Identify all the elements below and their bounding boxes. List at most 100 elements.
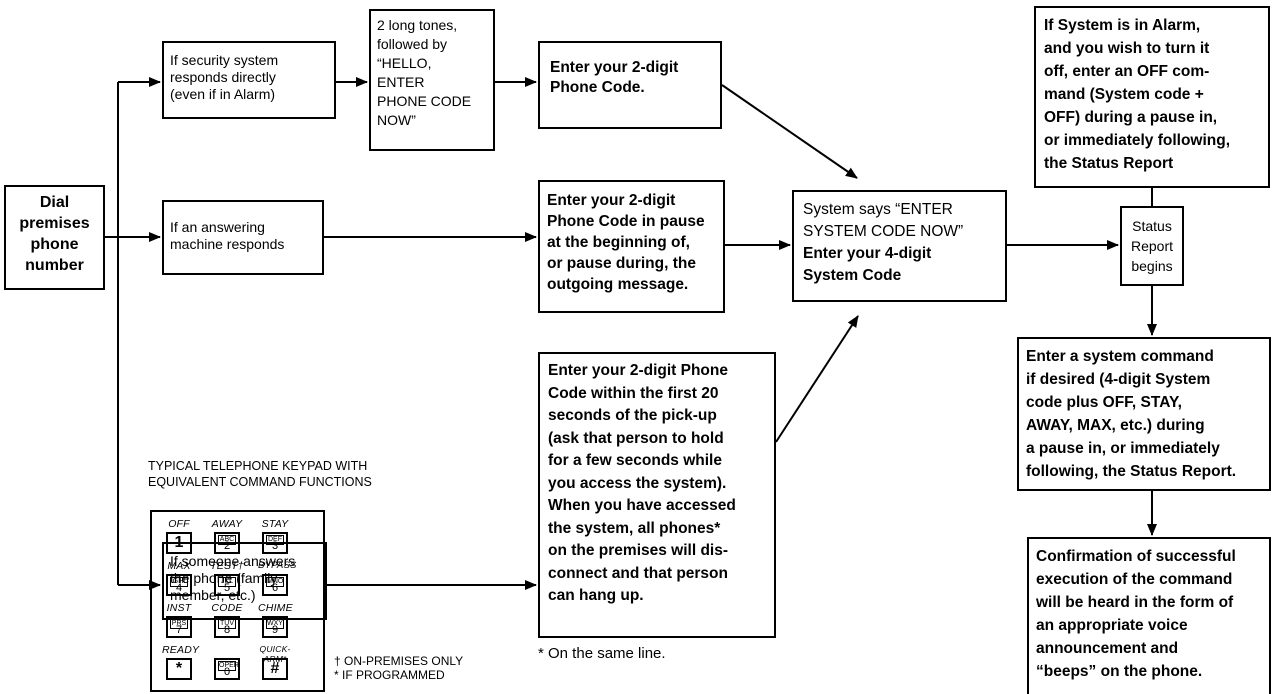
key-digit: *	[175, 660, 183, 677]
key-letters: MNO	[266, 577, 284, 587]
key-function-label: MAX	[167, 560, 191, 572]
if-alarm-line: mand (System code +	[1044, 86, 1204, 103]
confirmation-line: will be heard in the form of	[1036, 594, 1234, 611]
if-alarm-line: the Status Report	[1044, 155, 1174, 172]
key-letters: GHI	[170, 577, 188, 587]
enter-phone-code-1-line: Phone Code.	[550, 79, 645, 96]
key-function-label: AWAY	[211, 518, 243, 530]
long-tones-line: NOW”	[377, 112, 416, 128]
enter-phone-code-2-box: Enter your 2-digit Phone Code in pause a…	[538, 180, 725, 313]
system-says-line: SYSTEM CODE NOW”	[803, 223, 964, 240]
key-function-label: BYPASS	[258, 560, 297, 571]
system-says-line: Enter your 4-digit	[803, 245, 932, 262]
arrow-code3-to-system	[775, 315, 859, 443]
key-digit: 5	[223, 582, 231, 594]
confirmation-box: Confirmation of successful execution of …	[1027, 537, 1271, 694]
key-function-label: CODE	[211, 602, 243, 614]
enter-phone-code-3-line: Code within the first 20	[548, 384, 719, 402]
key-letters: WXY	[266, 619, 284, 629]
enter-command-line: a pause in, or immediately	[1026, 440, 1220, 457]
if-alarm-line: OFF) during a pause in,	[1044, 109, 1218, 126]
enter-command-line: Enter a system command	[1026, 348, 1214, 365]
key-letters: JKL	[218, 577, 236, 587]
dial-line: premises	[19, 215, 90, 232]
enter-command-box: Enter a system command if desired (4-dig…	[1017, 337, 1271, 491]
system-says-line: System says “ENTER	[803, 201, 953, 218]
key-button[interactable]: *	[166, 658, 192, 680]
enter-command-line: if desired (4-digit System	[1026, 371, 1211, 388]
enter-command-line: AWAY, MAX, etc.) during	[1026, 417, 1205, 434]
key-digit: 2	[223, 540, 231, 552]
security-responds-line: (even if in Alarm)	[170, 86, 276, 102]
enter-phone-code-2-line: Phone Code in pause	[547, 213, 705, 230]
long-tones-line: PHONE CODE	[377, 93, 472, 109]
dial-box: Dial premises phone number	[4, 185, 105, 290]
dial-line: Dial	[39, 194, 70, 211]
key-letters: DEF	[266, 535, 284, 545]
key-letters: PRS	[170, 619, 188, 629]
enter-phone-code-2-line: or pause during, the	[547, 255, 696, 272]
status-report-line: begins	[1131, 258, 1173, 274]
answering-machine-line: machine responds	[170, 236, 285, 252]
keypad-key-12[interactable]: QUICK-ARM*#	[258, 644, 308, 684]
if-alarm-line: off, enter an OFF com-	[1044, 63, 1210, 80]
system-says-box: System says “ENTER SYSTEM CODE NOW” Ente…	[792, 190, 1007, 302]
key-digit: 9	[271, 624, 279, 636]
key-digit: 1	[174, 534, 184, 551]
keypad-caption: TYPICAL TELEPHONE KEYPAD WITH EQUIVALENT…	[148, 458, 372, 490]
enter-phone-code-3-line: on the premises will dis-	[548, 542, 729, 559]
if-alarm-box: If System is in Alarm, and you wish to t…	[1034, 6, 1270, 188]
long-tones-line: followed by	[377, 36, 448, 52]
status-report-line: Report	[1130, 238, 1174, 254]
key-function-label: READY	[162, 644, 200, 656]
if-alarm-line: and you wish to turn it	[1044, 40, 1210, 57]
enter-phone-code-1-line: Enter your 2-digit	[550, 59, 679, 76]
confirmation-line: execution of the command	[1036, 571, 1233, 588]
long-tones-line: “HELLO,	[377, 55, 432, 71]
keypad-note: † ON-PREMISES ONLY	[334, 654, 464, 668]
key-digit: 7	[175, 624, 183, 636]
enter-phone-code-3-line: the system, all phones*	[548, 519, 721, 537]
dial-line: number	[25, 257, 84, 274]
keypad-caption-line: EQUIVALENT COMMAND FUNCTIONS	[148, 475, 372, 489]
confirmation-line: announcement and	[1036, 640, 1179, 657]
key-button[interactable]: #	[262, 658, 288, 680]
enter-phone-code-2-line: at the beginning of,	[547, 234, 690, 251]
key-function-label: CHIME	[258, 602, 293, 614]
if-alarm-line: If System is in Alarm,	[1044, 17, 1201, 34]
key-letters: ABC	[218, 535, 236, 545]
long-tones-line: 2 long tones,	[377, 17, 458, 33]
enter-phone-code-3-line: connect and that person	[548, 564, 728, 582]
keypad-key-10[interactable]: READY *	[162, 644, 212, 684]
key-button[interactable]: 1	[166, 532, 192, 554]
keypad-notes: † ON-PREMISES ONLY * IF PROGRAMMED	[334, 654, 463, 682]
enter-phone-code-2-line: Enter your 2-digit	[547, 192, 676, 209]
enter-phone-code-3-line: When you have accessed	[548, 497, 736, 514]
enter-phone-code-1-box: Enter your 2-digit Phone Code.	[538, 41, 722, 129]
key-digit: 8	[223, 624, 231, 636]
status-report-box: Status Report begins	[1120, 206, 1184, 286]
enter-command-line: following, the Status Report.	[1026, 463, 1237, 480]
status-report-line: Status	[1132, 218, 1172, 234]
